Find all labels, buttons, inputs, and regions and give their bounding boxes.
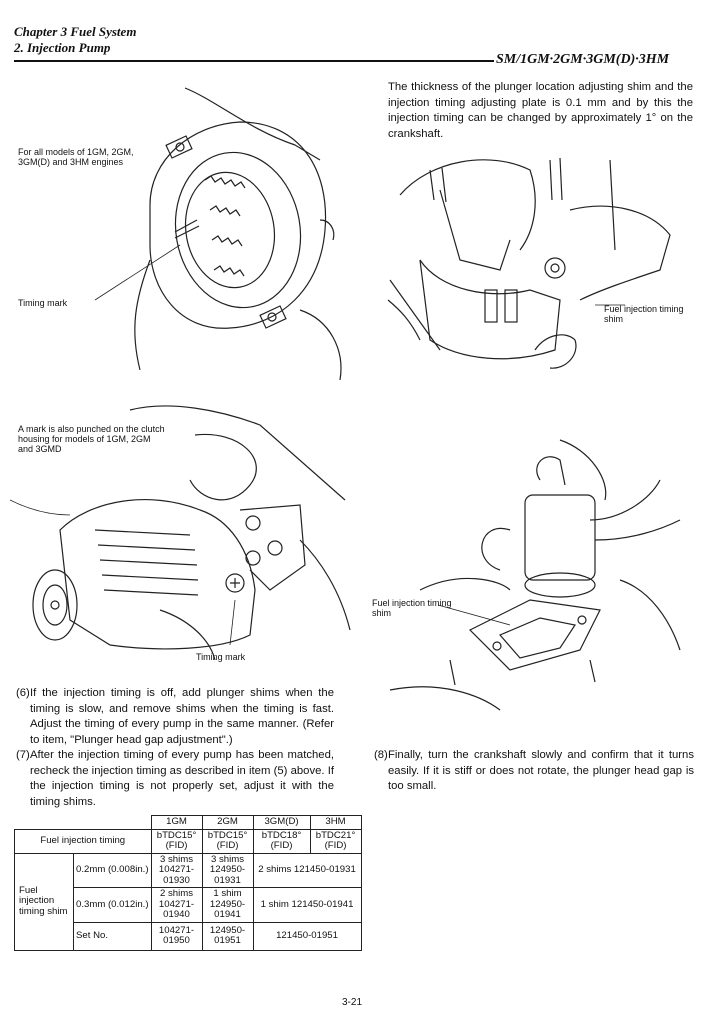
col-header: 3GM(D) xyxy=(252,815,311,830)
set-no-cell: 121450-01951 xyxy=(252,921,362,951)
timing-cell: bTDC15° (FID) xyxy=(150,828,203,854)
chapter-title: Chapter 3 Fuel System xyxy=(14,24,137,39)
shim-cell: 2 shims 121450-01931 xyxy=(252,852,362,888)
shim-size: 0.2mm (0.008in.) xyxy=(73,852,152,888)
item-7-text: After the injection timing of every pump… xyxy=(30,749,334,808)
shim-gasket-illustration xyxy=(389,439,681,711)
item-6-number: (6) xyxy=(16,687,30,699)
fig3-shim-label: Fuel injection timing shim xyxy=(604,304,684,324)
item-6-text: If the injection timing is off, add plun… xyxy=(30,687,334,746)
shim-cell: 1 shim 121450-01941 xyxy=(252,887,362,923)
shim-cell: 3 shims 124950-01931 xyxy=(201,852,254,888)
intro-paragraph: The thickness of the plunger location ad… xyxy=(388,81,693,140)
section-title: 2. Injection Pump xyxy=(14,40,111,55)
fig1-note: For all models of 1GM, 2GM, 3GM(D) and 3… xyxy=(18,147,134,167)
pump-flange-illustration xyxy=(94,87,342,381)
fig2-note: A mark is also punched on the clutch hou… xyxy=(18,424,165,454)
timing-cell: bTDC15° (FID) xyxy=(201,828,254,854)
col-header: 3HM xyxy=(309,815,362,830)
col-header: 2GM xyxy=(201,815,254,830)
shim-table: 1GM 2GM 3GM(D) 3HM Fuel injection timing… xyxy=(14,815,362,951)
pump-removal-illustration xyxy=(387,157,671,369)
set-no-cell: 104271-01950 xyxy=(150,921,203,951)
timing-cell: bTDC18° (FID) xyxy=(252,828,311,854)
clutch-housing-illustration xyxy=(9,405,351,661)
fig4-shim-label: Fuel injection timing shim xyxy=(372,598,452,618)
timing-label: Fuel injection timing xyxy=(14,828,152,854)
page-number: 3-21 xyxy=(342,997,363,1008)
item-8: (8) Finally, turn the crankshaft slowly … xyxy=(374,748,694,795)
shim-cell: 3 shims 104271-01930 xyxy=(150,852,203,888)
set-no-label: Set No. xyxy=(73,921,152,951)
shim-label: Fuel injection timing shim xyxy=(14,852,74,951)
fig1-timing-mark-label: Timing mark xyxy=(18,298,68,308)
shim-cell: 1 shim 124950-01941 xyxy=(201,887,254,923)
item-7: (7) After the injection timing of every … xyxy=(16,748,334,810)
item-8-number: (8) xyxy=(374,749,388,761)
models-heading: SM/1GM·2GM·3GM(D)·3HM xyxy=(496,52,670,67)
shim-cell: 2 shims 104271-01940 xyxy=(150,887,203,923)
set-no-cell: 124950-01951 xyxy=(201,921,254,951)
item-7-number: (7) xyxy=(16,749,30,761)
shim-size: 0.3mm (0.012in.) xyxy=(73,887,152,923)
item-6: (6) If the injection timing is off, add … xyxy=(16,686,334,748)
timing-cell: bTDC21° (FID) xyxy=(309,828,362,854)
header-rule xyxy=(14,60,494,62)
col-header: 1GM xyxy=(150,815,203,830)
item-8-text: Finally, turn the crankshaft slowly and … xyxy=(388,749,694,792)
fig2-timing-mark-label: Timing mark xyxy=(196,652,246,662)
